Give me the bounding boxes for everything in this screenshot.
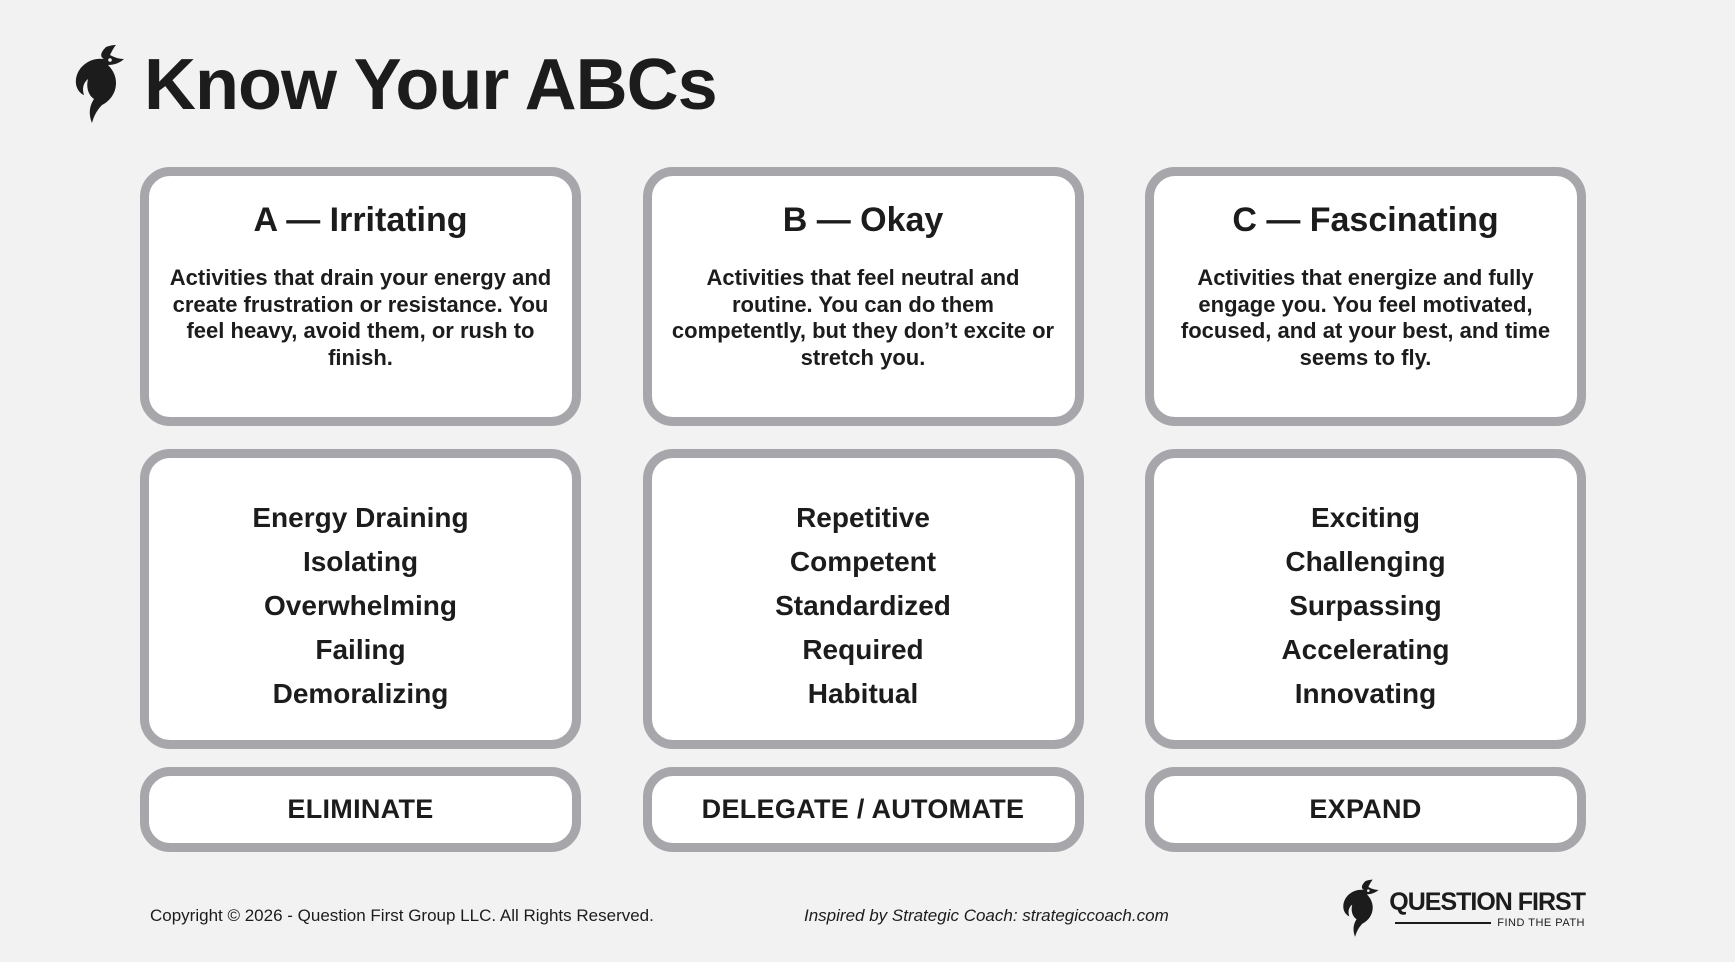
brand-name: QUESTION FIRST xyxy=(1389,887,1586,916)
card-c-title: C — Fascinating xyxy=(1232,201,1499,239)
card-a-text: Activities that drain your energy and cr… xyxy=(169,265,552,370)
list-item: Competent xyxy=(789,546,937,577)
phoenix-logo-icon xyxy=(1343,879,1379,937)
list-item: Overwhelming xyxy=(264,590,457,621)
card-b-words: Repetitive Competent Standardized Requir… xyxy=(642,449,1084,749)
list-item: Failing xyxy=(315,634,406,665)
brand-divider xyxy=(1395,921,1492,924)
list-item: Standardized xyxy=(775,590,951,621)
list-item: Demoralizing xyxy=(272,678,449,709)
description-row: A — Irritating Activities that drain you… xyxy=(140,167,1586,426)
brand-text: QUESTION FIRST FIND THE PATH xyxy=(1389,887,1586,929)
footer: Copyright © 2026 - Question First Group … xyxy=(150,870,1586,940)
actions-row: ELIMINATE DELEGATE / AUTOMATE EXPAND xyxy=(140,767,1586,852)
action-delegate-automate: DELEGATE / AUTOMATE xyxy=(642,767,1084,852)
list-item: Repetitive xyxy=(796,502,930,533)
list-item: Required xyxy=(802,634,924,665)
words-row: Energy Draining Isolating Overwhelming F… xyxy=(140,449,1586,749)
card-a-title: A — Irritating xyxy=(253,201,468,239)
card-b-description: B — Okay Activities that feel neutral an… xyxy=(642,167,1084,426)
brand-tagline: FIND THE PATH xyxy=(1497,916,1585,929)
abc-grid: A — Irritating Activities that drain you… xyxy=(140,167,1586,852)
list-item: Energy Draining xyxy=(252,502,469,533)
list-item: Challenging xyxy=(1285,546,1446,577)
action-eliminate: ELIMINATE xyxy=(140,767,581,852)
action-c-label: EXPAND xyxy=(1309,794,1422,824)
copyright-text: Copyright © 2026 - Question First Group … xyxy=(150,906,654,925)
card-a-words: Energy Draining Isolating Overwhelming F… xyxy=(140,449,581,749)
card-b-title: B — Okay xyxy=(782,201,944,239)
phoenix-logo-icon xyxy=(75,45,124,123)
list-item: Accelerating xyxy=(1281,634,1450,665)
header: Know Your ABCs xyxy=(70,40,718,130)
brand-tagline-row: FIND THE PATH xyxy=(1395,917,1585,929)
action-b-label: DELEGATE / AUTOMATE xyxy=(701,794,1025,824)
inspired-text: Inspired by Strategic Coach: strategicco… xyxy=(804,906,1169,925)
card-c-description: C — Fascinating Activities that energize… xyxy=(1145,167,1586,426)
card-a-description: A — Irritating Activities that drain you… xyxy=(140,167,581,426)
list-item: Exciting xyxy=(1311,502,1420,533)
list-item: Surpassing xyxy=(1289,590,1442,621)
list-item: Isolating xyxy=(302,546,419,577)
word-list-b: Repetitive Competent Standardized Requir… xyxy=(652,496,1075,716)
word-list-c: Exciting Challenging Surpassing Accelera… xyxy=(1154,496,1577,716)
list-item: Innovating xyxy=(1294,678,1437,709)
word-list-a: Energy Draining Isolating Overwhelming F… xyxy=(149,496,572,716)
action-expand: EXPAND xyxy=(1145,767,1586,852)
card-c-words: Exciting Challenging Surpassing Accelera… xyxy=(1145,449,1586,749)
card-c-text: Activities that energize and fully engag… xyxy=(1180,265,1551,370)
list-item: Habitual xyxy=(807,678,919,709)
action-a-label: ELIMINATE xyxy=(287,794,434,824)
card-b-text: Activities that feel neutral and routine… xyxy=(671,265,1055,370)
brand-logo: QUESTION FIRST FIND THE PATH xyxy=(1339,878,1586,940)
page-title: Know Your ABCs xyxy=(144,45,718,125)
